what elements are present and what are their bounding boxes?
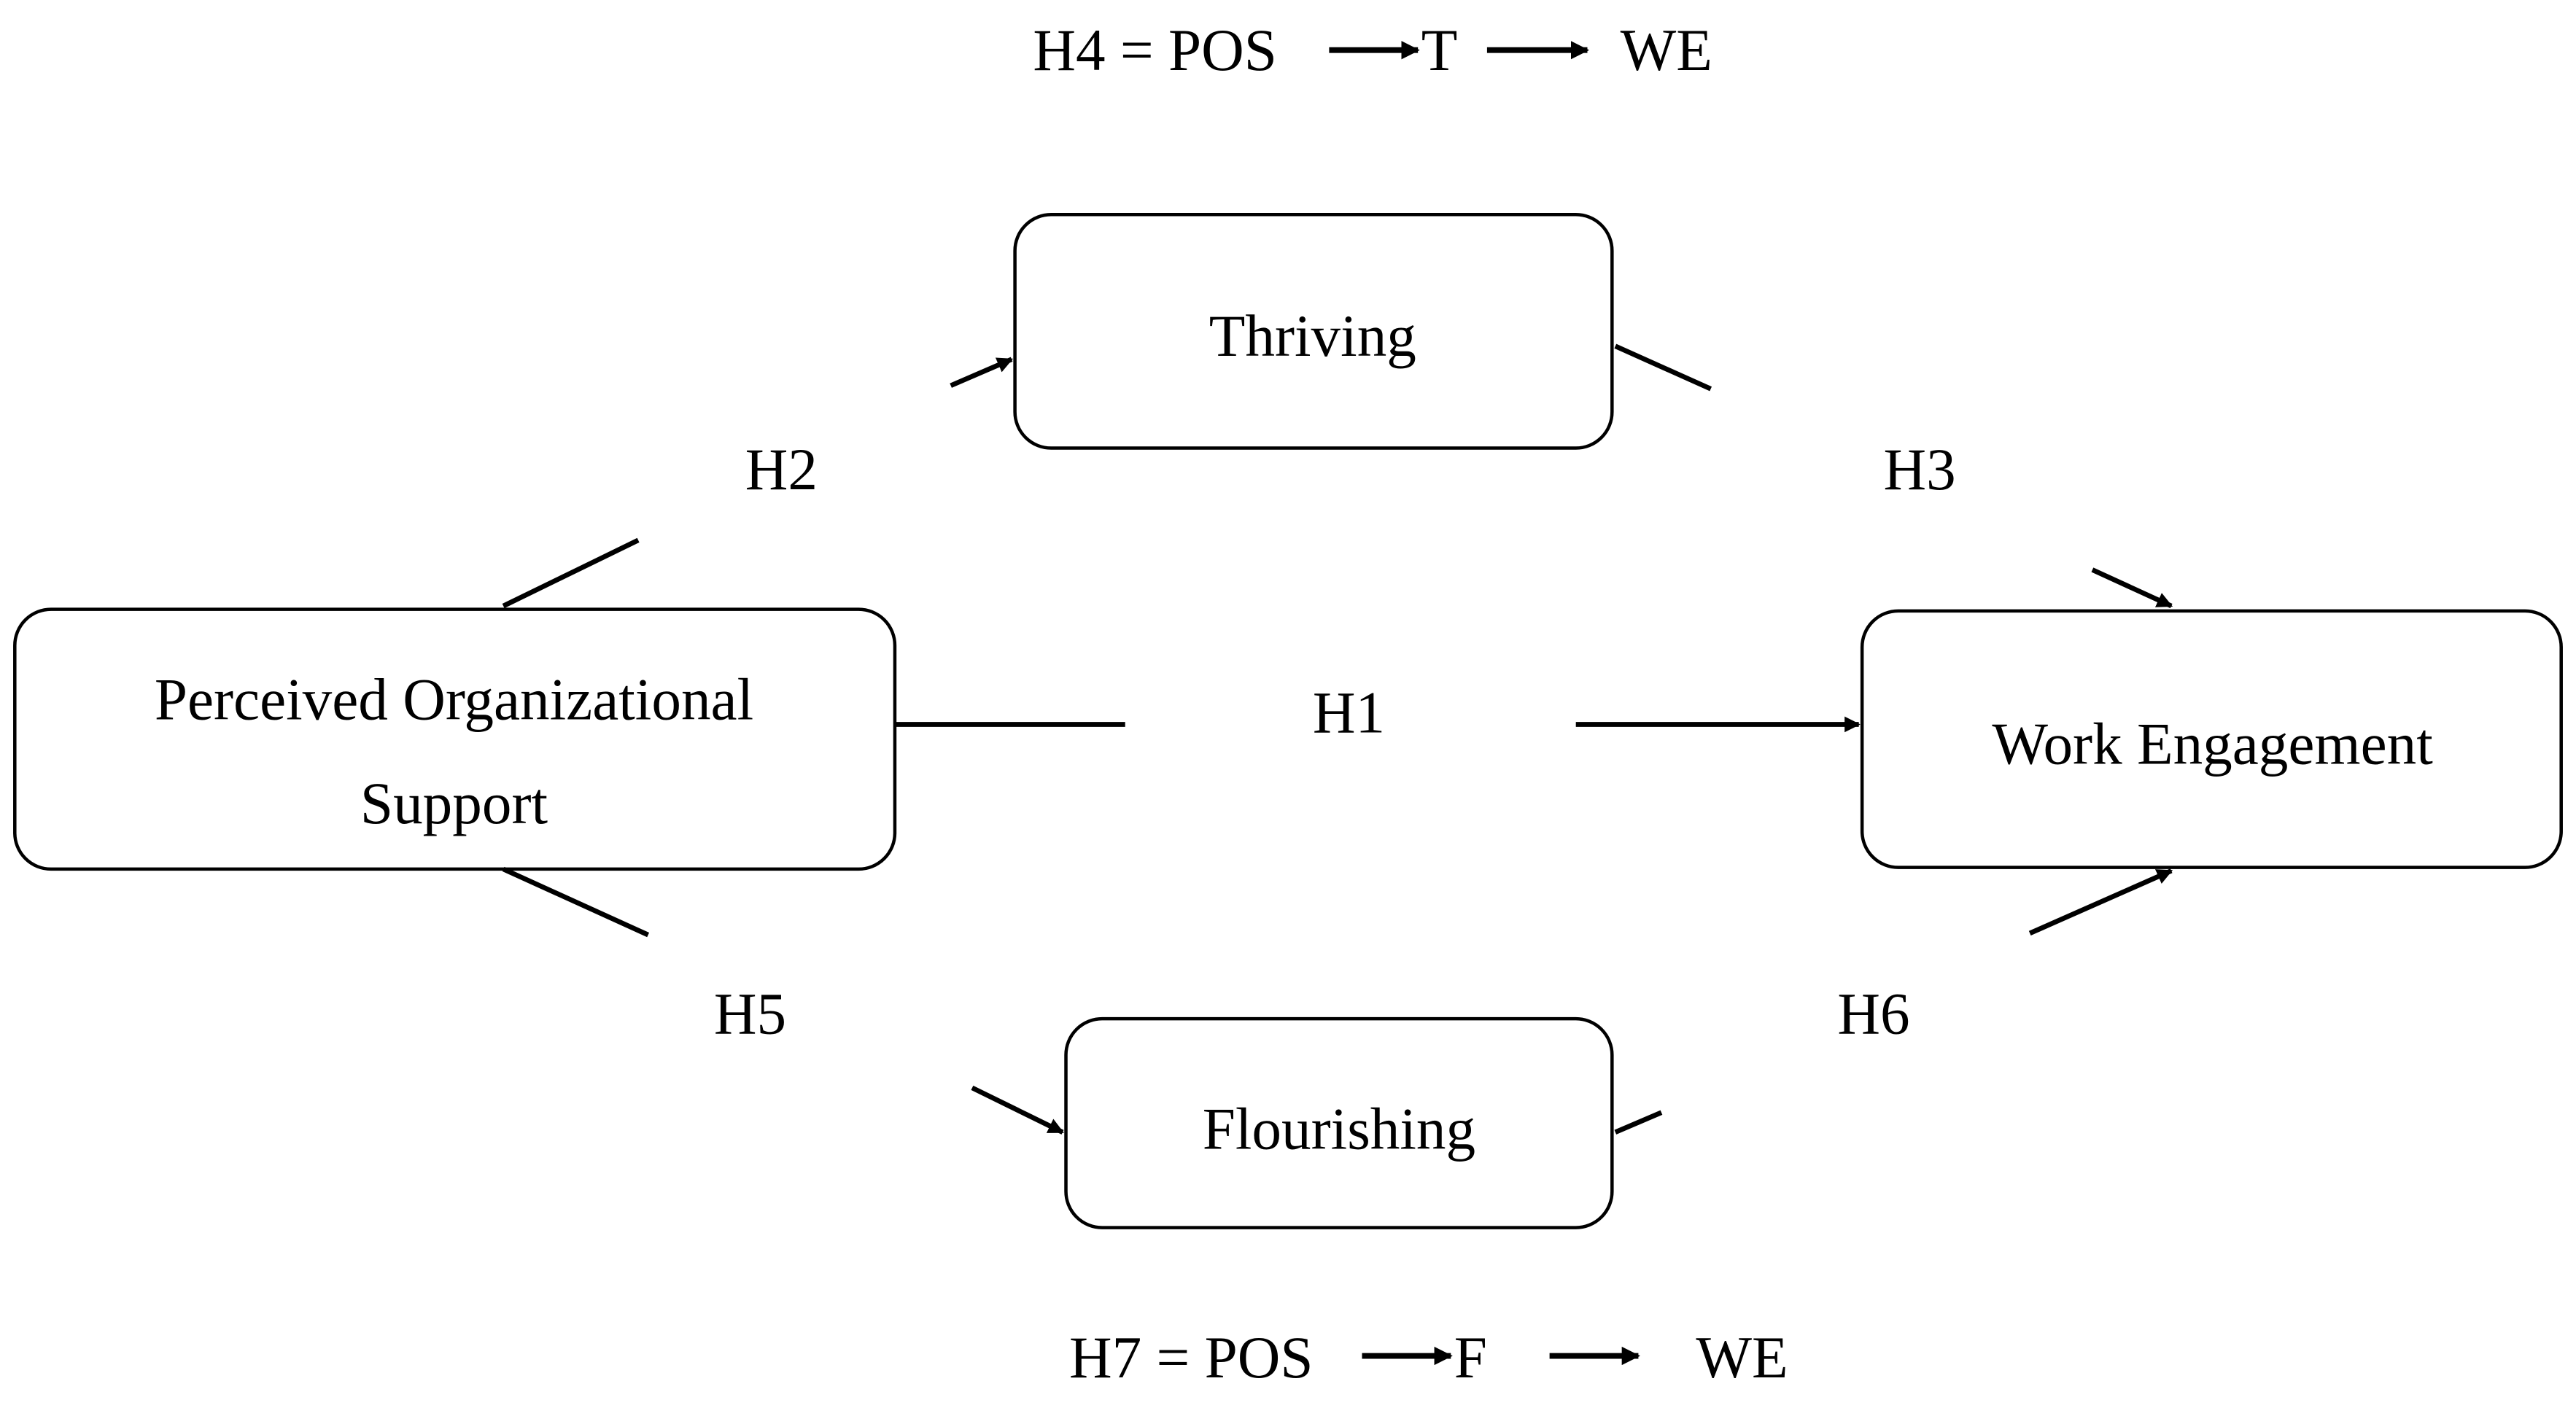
h5-label: H5 — [714, 981, 786, 1046]
h5-arrow-tail — [502, 866, 650, 938]
h5-arrow-head — [971, 1085, 1064, 1135]
h4-formula-mediator: T — [1421, 17, 1458, 83]
pos-box — [13, 607, 897, 871]
flourishing-box — [1064, 1016, 1614, 1229]
h7-mediation-formula: H7 = POS F WE — [1069, 1325, 1788, 1391]
h4-formula-prefix: H4 = POS — [1033, 17, 1277, 83]
h4-formula-outcome: WE — [1621, 17, 1712, 83]
work-engagement-node: Work Engagement — [1860, 609, 2563, 869]
work-engagement-label: Work Engagement — [1992, 712, 2433, 777]
h1-label: H1 — [1313, 680, 1385, 746]
h3-arrow-head — [2091, 567, 2173, 609]
pos-node: Perceived Organizational Support — [13, 607, 897, 871]
h7-formula-outcome: WE — [1696, 1325, 1788, 1391]
pos-label-line2: Support — [360, 771, 548, 836]
h6-arrow-head — [2028, 868, 2173, 936]
h7-formula-prefix: H7 = POS — [1069, 1325, 1314, 1391]
h3-arrow-tail — [1614, 343, 1712, 392]
h7-formula-mediator: F — [1454, 1325, 1487, 1391]
h2-label: H2 — [745, 437, 818, 502]
h4-mediation-formula: H4 = POS T WE — [1033, 17, 1712, 83]
thriving-box — [1013, 213, 1614, 450]
flourishing-label: Flourishing — [1203, 1096, 1475, 1162]
h6-arrow-tail — [1614, 1110, 1663, 1135]
flourishing-node: Flourishing — [1064, 1016, 1614, 1229]
h2-arrow-tail — [502, 537, 640, 609]
h3-label: H3 — [1883, 437, 1955, 502]
thriving-node: Thriving — [1013, 213, 1614, 450]
h2-arrow-head — [950, 357, 1014, 388]
h6-label: H6 — [1837, 981, 1909, 1046]
pos-label-line1: Perceived Organizational — [155, 667, 753, 733]
thriving-label: Thriving — [1209, 303, 1416, 369]
work-engagement-box — [1860, 609, 2563, 869]
